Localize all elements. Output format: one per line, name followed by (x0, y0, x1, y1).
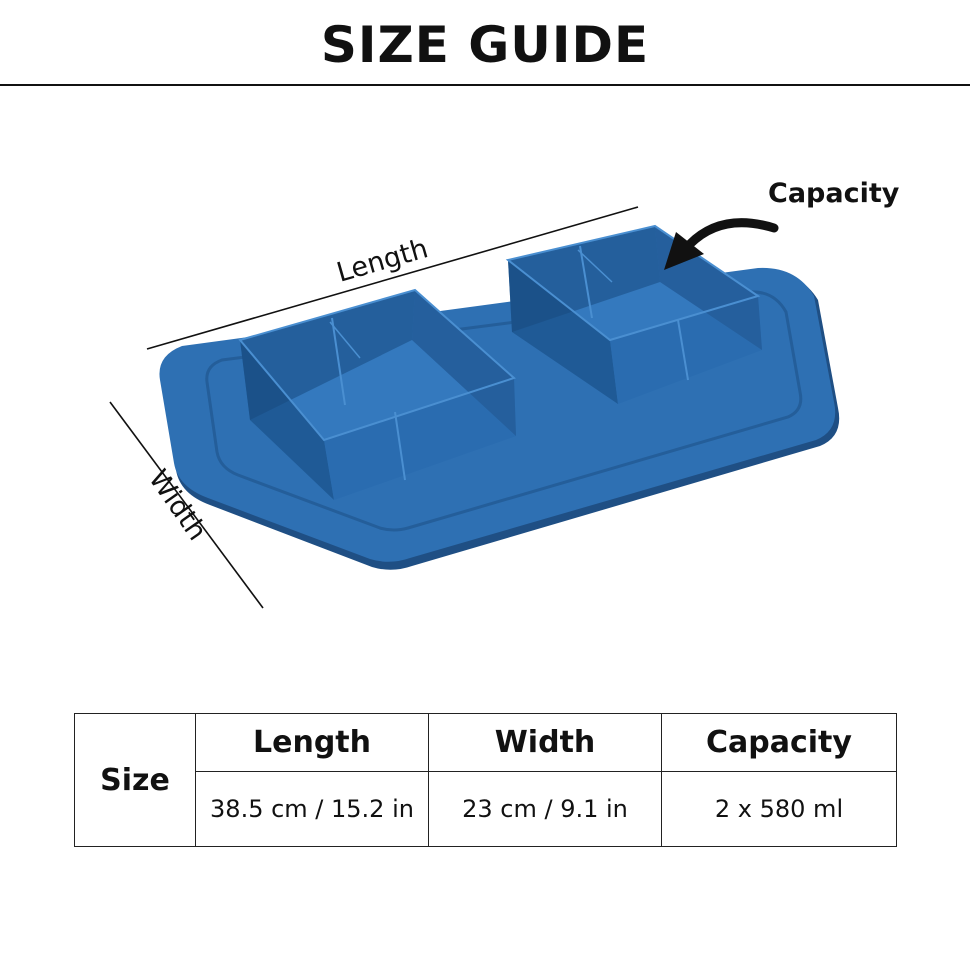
length-column-header: Length (195, 713, 429, 772)
width-value: 23 cm / 9.1 in (428, 771, 662, 847)
product-illustration: Length Width (109, 206, 840, 609)
capacity-column-header: Capacity (661, 713, 897, 772)
curved-arrow-icon (664, 218, 779, 270)
table-header-row: Size Length Width Capacity (74, 713, 897, 847)
capacity-value: 2 x 580 ml (661, 771, 897, 847)
capacity-callout-label: Capacity (768, 178, 900, 209)
size-row-header: Size (74, 713, 196, 847)
title-divider (0, 84, 970, 86)
width-column-header: Width (428, 713, 662, 772)
length-value: 38.5 cm / 15.2 in (195, 771, 429, 847)
table-row: 38.5 cm / 15.2 in 23 cm / 9.1 in 2 x 580… (75, 771, 897, 847)
width-dimension-line (109, 401, 264, 609)
length-dimension-line (146, 206, 639, 350)
size-table: Size Length Width Capacity 38.5 cm / 15.… (74, 713, 897, 847)
double-bowl-icon (159, 224, 840, 570)
page-title: SIZE GUIDE (320, 16, 650, 74)
